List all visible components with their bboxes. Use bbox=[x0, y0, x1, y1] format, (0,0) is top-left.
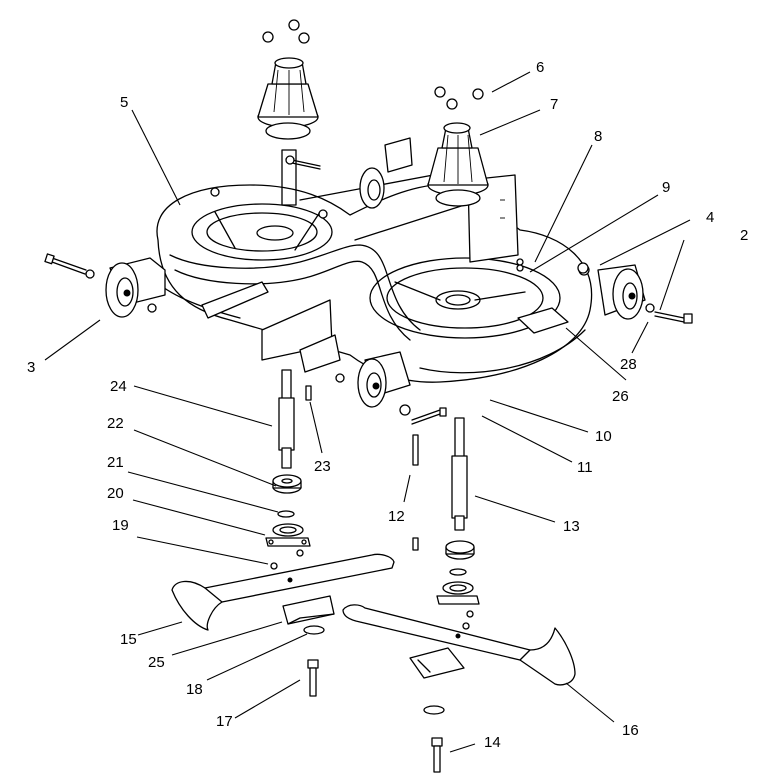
spindle-shaft-right bbox=[451, 417, 468, 531]
nut-right bbox=[462, 622, 470, 630]
spindle-nuts-left bbox=[262, 19, 310, 44]
callout-24: 24 bbox=[110, 378, 127, 395]
key-12 bbox=[412, 434, 419, 466]
callout-15: 15 bbox=[120, 631, 137, 648]
callout-8: 8 bbox=[594, 128, 602, 145]
bearing-right bbox=[436, 581, 480, 605]
wheel-bolt-right bbox=[645, 303, 693, 324]
callout-10: 10 bbox=[595, 428, 612, 445]
blade-16 bbox=[342, 604, 576, 686]
leader-lines bbox=[44, 71, 691, 753]
callout-18: 18 bbox=[186, 681, 203, 698]
wheel-bolt-front bbox=[399, 404, 447, 425]
anti-scalp-wheel-left bbox=[105, 257, 166, 318]
anti-scalp-wheel-right bbox=[597, 264, 646, 320]
blade-adapter-25 bbox=[282, 595, 335, 625]
anti-scalp-wheel-front bbox=[357, 351, 411, 408]
spacer-right bbox=[445, 540, 475, 560]
washer-18 bbox=[303, 625, 325, 635]
callout-12: 12 bbox=[388, 508, 405, 525]
wheel-bolt-left bbox=[44, 253, 95, 279]
spindle-nuts-right bbox=[434, 86, 484, 110]
callout-14: 14 bbox=[484, 734, 501, 751]
callout-22: 22 bbox=[107, 415, 124, 432]
spindle-shaft-left bbox=[278, 369, 295, 469]
grease-fitting-right bbox=[466, 610, 474, 618]
callout-25: 25 bbox=[148, 654, 165, 671]
anti-scalp-wheel-rear bbox=[359, 167, 385, 209]
spacer-22 bbox=[272, 474, 302, 494]
snap-ring-21 bbox=[277, 510, 295, 518]
bearing-20 bbox=[265, 523, 311, 547]
spindle-housing-left bbox=[257, 57, 319, 206]
callout-labels: 2 3 4 5 6 7 8 9 10 11 12 13 14 15 16 17 … bbox=[27, 59, 748, 751]
nut-4 bbox=[577, 262, 589, 274]
blade-adapter-right bbox=[409, 647, 465, 679]
callout-21: 21 bbox=[107, 454, 124, 471]
nut-19 bbox=[270, 562, 278, 570]
callout-7: 7 bbox=[550, 96, 558, 113]
callout-6: 6 bbox=[536, 59, 544, 76]
callout-11: 11 bbox=[577, 459, 593, 476]
callout-20: 20 bbox=[107, 485, 124, 502]
spindle-housing-right bbox=[427, 122, 489, 207]
callout-17: 17 bbox=[216, 713, 233, 730]
callout-16: 16 bbox=[622, 722, 639, 739]
bolt-14 bbox=[431, 737, 443, 773]
snap-ring-right bbox=[449, 568, 467, 576]
callout-5: 5 bbox=[120, 94, 128, 111]
blade-15 bbox=[171, 553, 395, 631]
grease-fitting-19 bbox=[296, 549, 304, 557]
callout-9: 9 bbox=[662, 179, 670, 196]
callout-2: 2 bbox=[740, 227, 748, 244]
callout-28: 28 bbox=[620, 356, 637, 373]
callout-3: 3 bbox=[27, 359, 35, 376]
callout-23: 23 bbox=[314, 458, 331, 475]
washer-right bbox=[423, 705, 445, 715]
wheel-bolt-rear bbox=[285, 155, 321, 170]
bolt-17 bbox=[307, 659, 319, 697]
key-lower bbox=[412, 537, 419, 551]
callout-4: 4 bbox=[706, 209, 714, 226]
callout-13: 13 bbox=[563, 518, 580, 535]
callout-26: 26 bbox=[612, 388, 629, 405]
callout-19: 19 bbox=[112, 517, 129, 534]
key-23 bbox=[305, 385, 312, 401]
